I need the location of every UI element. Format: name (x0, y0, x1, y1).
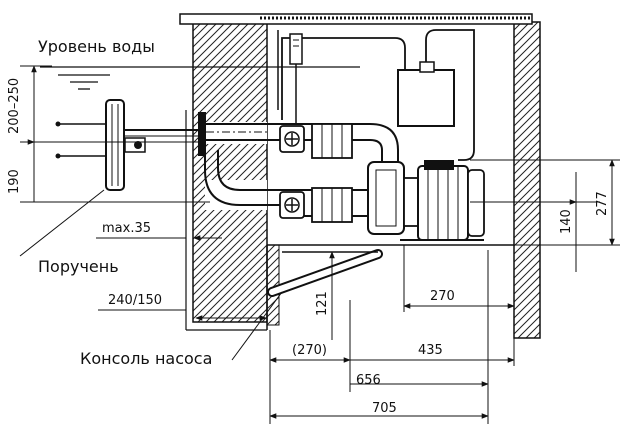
dim-190: 190 (7, 169, 22, 194)
dim-656: 656 (356, 373, 381, 388)
ball-valve-lower (279, 187, 353, 223)
control-box (277, 29, 475, 161)
handrail-label: Поручень (38, 257, 119, 276)
pump-console-label: Консоль насоса (80, 349, 212, 368)
dim-200-250: 200–250 (7, 78, 22, 134)
dim-270-paren: (270) (292, 343, 327, 358)
dim-121: 121 (315, 291, 330, 316)
dim-435: 435 (418, 343, 443, 358)
floor (266, 244, 514, 330)
water-level-label: Уровень воды (38, 37, 155, 56)
dim-277: 277 (595, 191, 610, 216)
dim-140: 140 (559, 209, 574, 234)
ball-valve-upper (279, 123, 353, 159)
dim-705: 705 (372, 401, 397, 416)
outer-wall (179, 13, 541, 339)
dimension-lines (19, 65, 620, 424)
pump-console (267, 249, 383, 297)
dim-max35: max.35 (102, 221, 151, 236)
water-level-marker (40, 66, 360, 90)
pump-unit (367, 160, 485, 241)
pool-wall (185, 21, 268, 331)
dim-270-top: 270 (430, 289, 455, 304)
counterflow-panel (55, 99, 206, 191)
dim-240-150: 240/150 (108, 293, 162, 308)
